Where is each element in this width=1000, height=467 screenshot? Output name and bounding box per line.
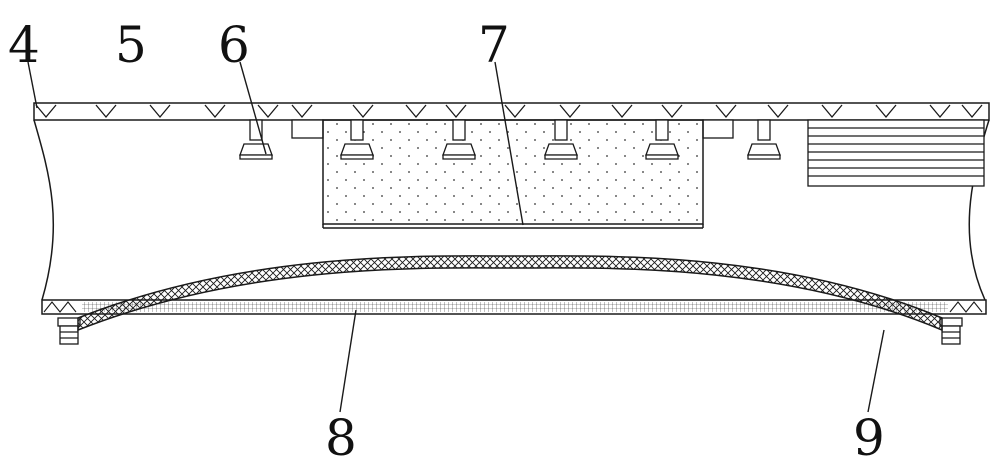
label-9: 9 xyxy=(853,409,885,467)
filler-box xyxy=(322,119,704,229)
nozzles xyxy=(239,119,781,160)
leader-lines xyxy=(27,61,885,413)
leader-line-4 xyxy=(27,61,38,109)
cooling-fins xyxy=(807,119,985,187)
bottom-base-strip xyxy=(41,299,987,315)
leader-line-6 xyxy=(239,61,267,155)
label-4: 4 xyxy=(8,16,40,74)
label-8: 8 xyxy=(325,409,357,467)
label-7: 7 xyxy=(478,16,510,74)
nozzle xyxy=(747,119,781,160)
leader-line-8 xyxy=(339,309,357,413)
nozzle xyxy=(442,119,476,160)
leader-line-7 xyxy=(494,61,524,226)
arched-elastic-band xyxy=(77,255,943,332)
nozzle xyxy=(645,119,679,160)
top-cover-plate xyxy=(33,102,990,121)
mounting-brackets xyxy=(291,119,734,139)
nozzle xyxy=(239,119,273,160)
label-6: 6 xyxy=(218,16,250,74)
label-5: 5 xyxy=(115,16,147,74)
nozzle xyxy=(340,119,374,160)
feet xyxy=(57,317,963,345)
leader-line-9 xyxy=(867,329,885,413)
nozzle xyxy=(544,119,578,160)
reference-numerals: 4 5 6 7 8 9 xyxy=(8,16,885,467)
